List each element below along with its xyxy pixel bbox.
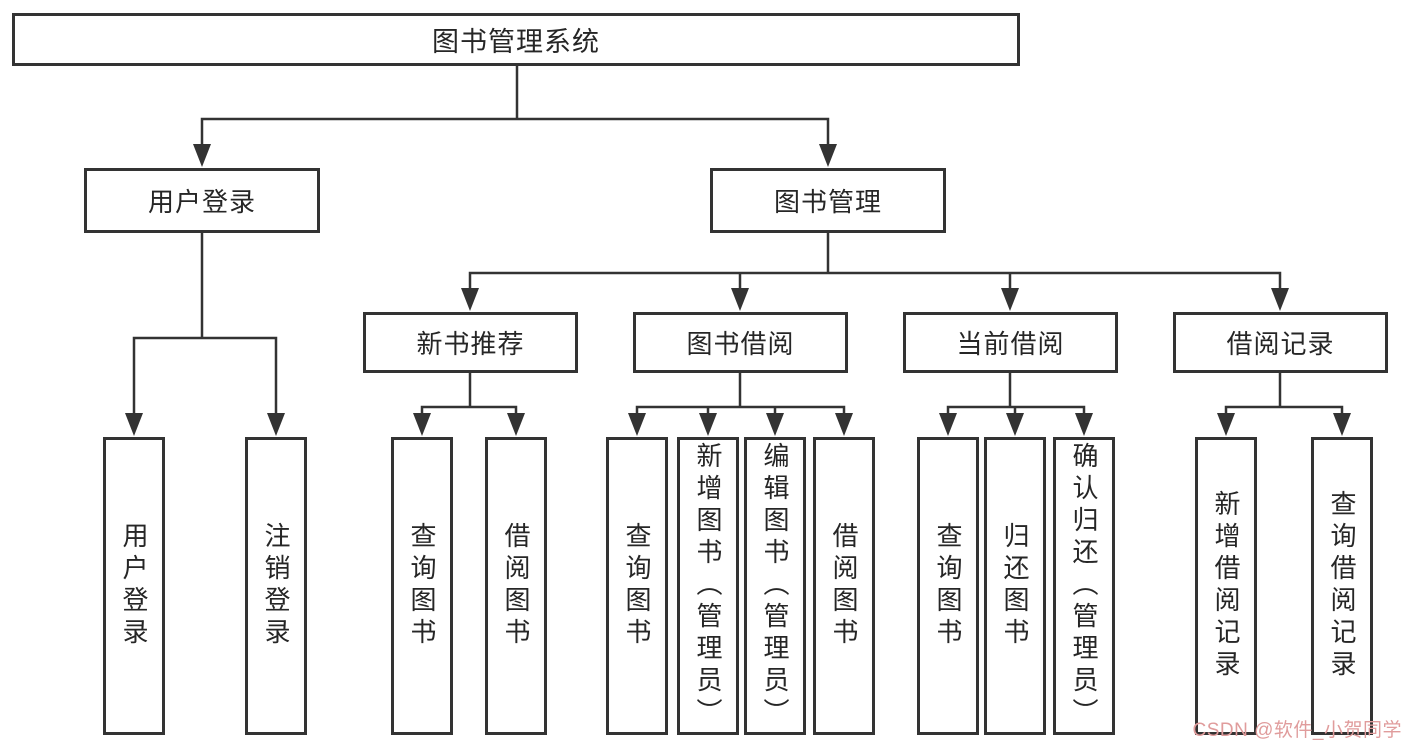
node-new-book-recommendation-label: 新书推荐	[416, 329, 525, 359]
leaf-query-books-current-label: 查询图书	[933, 522, 963, 650]
tree-edges	[132, 64, 1344, 418]
leaf-logout-label: 注销登录	[261, 522, 291, 650]
node-book-management-label: 图书管理	[773, 187, 882, 217]
leaf-query-books-recommend-label: 查询图书	[407, 522, 437, 650]
leaf-confirm-return-admin-label: 确认归还（管理员）	[1069, 442, 1099, 730]
node-new-book-recommendation: 新书推荐	[363, 312, 578, 373]
leaf-query-books-borrow: 查询图书	[606, 437, 668, 735]
leaf-add-borrow-record-label: 新增借阅记录	[1211, 490, 1241, 682]
leaf-add-borrow-record: 新增借阅记录	[1195, 437, 1257, 735]
leaf-borrow-books: 借阅图书	[813, 437, 875, 735]
arrow-down-icon	[125, 144, 1351, 436]
leaf-logout: 注销登录	[245, 437, 307, 735]
leaf-edit-books-admin-label: 编辑图书（管理员）	[760, 442, 790, 730]
node-user-login: 用户登录	[84, 168, 320, 233]
leaf-query-borrow-record-label: 查询借阅记录	[1327, 490, 1357, 682]
node-root: 图书管理系统	[12, 13, 1020, 66]
leaf-borrow-books-recommend: 借阅图书	[485, 437, 547, 735]
leaf-user-login: 用户登录	[103, 437, 165, 735]
leaf-user-login-label: 用户登录	[119, 522, 149, 650]
watermark: CSDN @软件_小贺同学	[1192, 720, 1402, 741]
leaf-borrow-books-recommend-label: 借阅图书	[501, 522, 531, 650]
node-book-management: 图书管理	[710, 168, 946, 233]
leaf-query-books-current: 查询图书	[917, 437, 979, 735]
node-book-borrowing-label: 图书借阅	[686, 329, 795, 359]
node-current-borrowing-label: 当前借阅	[956, 329, 1065, 359]
node-book-borrowing: 图书借阅	[633, 312, 848, 373]
leaf-borrow-books-label: 借阅图书	[829, 522, 859, 650]
leaf-query-borrow-record: 查询借阅记录	[1311, 437, 1373, 735]
leaf-return-books: 归还图书	[984, 437, 1046, 735]
leaf-add-books-admin: 新增图书（管理员）	[677, 437, 739, 735]
leaf-query-books-borrow-label: 查询图书	[622, 522, 652, 650]
leaf-add-books-admin-label: 新增图书（管理员）	[693, 442, 723, 730]
node-user-login-label: 用户登录	[147, 187, 256, 217]
leaf-edit-books-admin: 编辑图书（管理员）	[744, 437, 806, 735]
leaf-return-books-label: 归还图书	[1000, 522, 1030, 650]
leaf-confirm-return-admin: 确认归还（管理员）	[1053, 437, 1115, 735]
node-current-borrowing: 当前借阅	[903, 312, 1118, 373]
leaf-query-books-recommend: 查询图书	[391, 437, 453, 735]
node-borrowing-records: 借阅记录	[1173, 312, 1388, 373]
node-root-label: 图书管理系统	[432, 27, 600, 57]
node-borrowing-records-label: 借阅记录	[1226, 329, 1335, 359]
